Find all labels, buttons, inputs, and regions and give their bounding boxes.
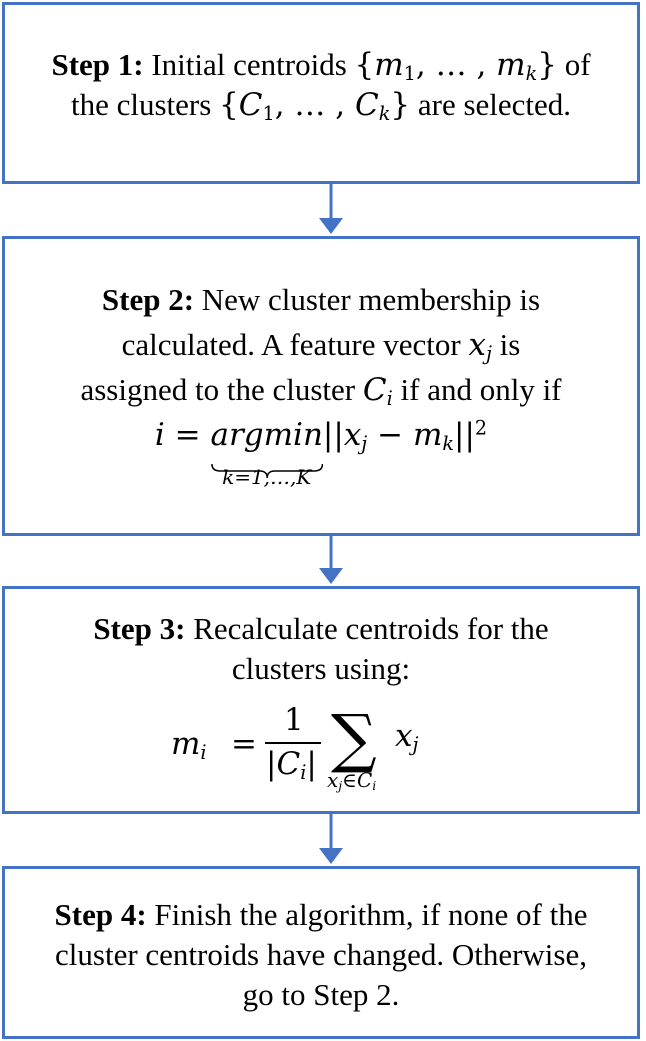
flow-arrow-1: [316, 184, 346, 236]
step-3-line-2: clusters using:: [231, 651, 411, 686]
step-1-line-1: Step 1: Initial centroids {m1, … , mk} o…: [5, 45, 637, 85]
step-1-centroid-set: {m1, … , mk}: [354, 47, 557, 85]
formula-summand: xj: [395, 718, 419, 756]
step-1-box: Step 1: Initial centroids {m1, … , mk} o…: [2, 2, 640, 184]
step-4-line-3: go to Step 2.: [242, 977, 400, 1012]
step-1-line-2: the clusters {C1, … , Ck} are selected.: [70, 87, 572, 125]
formula-denominator: |Ci|: [266, 746, 317, 784]
step-3-box: Step 3: Recalculate centroids for the cl…: [2, 586, 640, 814]
step-1-text: Initial centroids: [143, 47, 355, 82]
step-4-box: Step 4: Finish the algorithm, if none of…: [2, 866, 640, 1039]
summation-icon: ∑: [331, 702, 377, 776]
step-2-line-2: calculated. A feature vector xj is: [121, 327, 521, 365]
step-4-label: Step 4:: [54, 897, 147, 932]
flow-arrow-3: [316, 814, 346, 866]
formula-lhs: mi: [171, 726, 207, 764]
formula-numerator: 1: [284, 702, 304, 738]
centroid-formula: mi = 1 |Ci| ∑ xj xj∈Ci: [171, 697, 471, 807]
argmin-range: k=1,…,K: [222, 465, 312, 489]
feature-vector-symbol: xj: [468, 327, 492, 365]
step-4-line-2: cluster centroids have changed. Otherwis…: [55, 937, 587, 972]
flow-arrow-2: [316, 536, 346, 586]
step-2-label: Step 2:: [101, 282, 195, 317]
underbrace-icon: [210, 449, 323, 489]
step-3-line-1: Step 3: Recalculate centroids for the: [93, 611, 549, 646]
step-2-line-1: Step 2: New cluster membership is: [101, 282, 541, 317]
fraction-bar: [265, 742, 321, 744]
formula-i-equals: i =: [154, 417, 211, 453]
step-1-label: Step 1:: [51, 47, 144, 82]
summation-range: xj∈Ci: [327, 768, 377, 794]
step-1-text-of: of: [556, 47, 591, 82]
step-3-label: Step 3:: [93, 611, 186, 646]
step-4-line-1: Step 4: Finish the algorithm, if none of…: [54, 897, 588, 932]
step-2-line-3: assigned to the cluster Ci if and only i…: [80, 372, 562, 410]
step-2-box: Step 2: New cluster membership is calcul…: [2, 236, 640, 536]
step-1-cluster-set: {C1, … , Ck}: [219, 87, 411, 125]
formula-equals: =: [231, 726, 257, 762]
cluster-symbol: Ci: [362, 372, 393, 410]
